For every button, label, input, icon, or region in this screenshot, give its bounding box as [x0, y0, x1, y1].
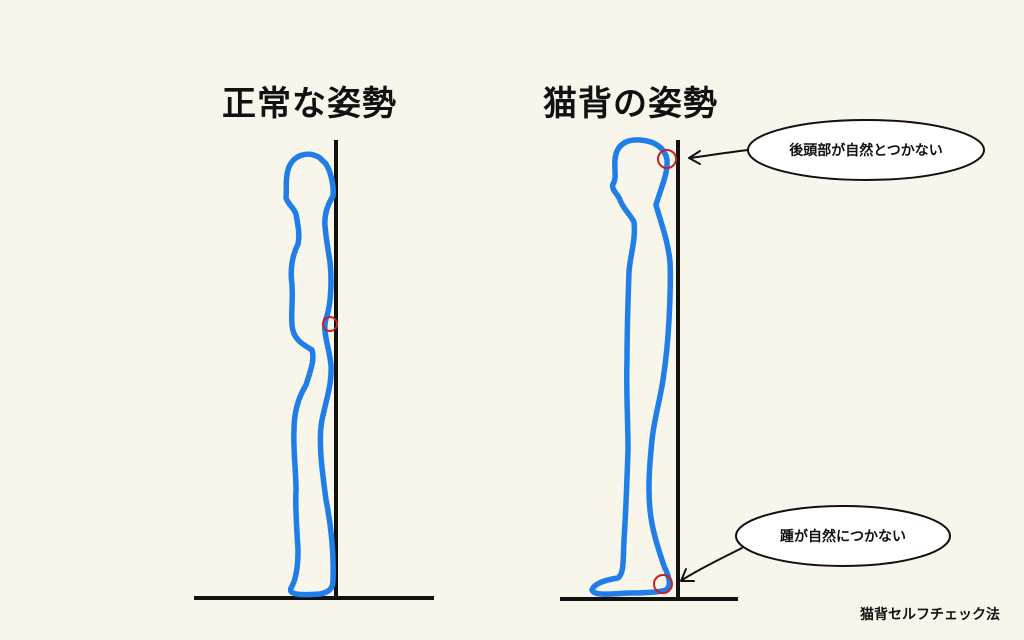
- callout-heel-label: 踵が自然につかない: [780, 529, 906, 545]
- callout-heel: [680, 505, 951, 582]
- footer-caption: 猫背セルフチェック法: [860, 607, 1000, 623]
- normal-back-contact-marker: [322, 316, 338, 332]
- title-hunched-posture: 猫背の姿勢: [543, 84, 718, 124]
- heel-gap-marker: [653, 574, 673, 594]
- hunched-body-outline: [589, 137, 674, 597]
- callout-heel-arrow: [680, 547, 743, 582]
- callout-head-label: 後頭部が自然とつかない: [789, 143, 943, 159]
- hunched-posture-figure: [560, 137, 738, 601]
- normal-posture-figure: [194, 140, 434, 600]
- callout-heel-bubble: [735, 505, 951, 567]
- head-gap-marker: [657, 149, 677, 169]
- title-normal-posture: 正常な姿勢: [222, 84, 397, 124]
- normal-body-outline: [283, 151, 336, 598]
- callout-head-arrow: [688, 149, 749, 165]
- callout-head: [688, 119, 985, 181]
